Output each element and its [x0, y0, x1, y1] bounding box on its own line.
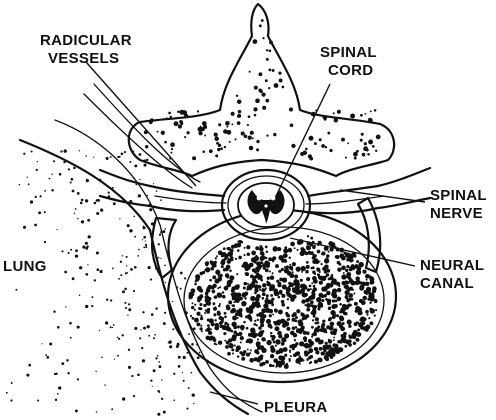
spinous-process	[127, 2, 396, 178]
right-nerve-root-2	[306, 196, 432, 215]
label-lung: LUNG	[3, 258, 47, 275]
dura	[220, 168, 312, 242]
left-nerve-root-2	[98, 194, 226, 213]
leader-neural-canal	[289, 237, 416, 267]
left-pedicle	[150, 216, 178, 280]
vertebral-body-inner	[183, 226, 385, 374]
label-vessels: VESSELS	[48, 50, 119, 67]
label-neural-2: CANAL	[420, 275, 474, 292]
label-pleura: PLEURA	[264, 399, 327, 416]
arch-stipple	[143, 19, 381, 162]
left-nerve-root-1	[98, 168, 226, 198]
label-radicular: RADICULAR	[40, 32, 132, 49]
radicular-vessel-1	[83, 93, 193, 189]
neural-canal-ring	[227, 175, 305, 235]
right-pedicle	[356, 196, 382, 274]
leader-spinal-nerve	[339, 189, 426, 203]
radicular-vessel-2	[93, 83, 201, 183]
leader-pleura	[209, 391, 259, 405]
leader-radicular-vessels	[85, 61, 197, 187]
label-neural-1: NEURAL	[420, 257, 484, 274]
label-spinal-cord-2: CORD	[328, 62, 373, 79]
right-nerve-root-1	[306, 166, 432, 198]
label-spinal-nerve-1: SPINAL	[430, 187, 487, 204]
left-nerve-root-3	[154, 195, 227, 204]
body-stipple	[188, 235, 378, 369]
right-nerve-root-3	[305, 195, 385, 205]
leader-spinal-cord	[275, 83, 331, 197]
label-spinal-nerve-2: NERVE	[430, 205, 483, 222]
label-spinal-cord-1: SPINAL	[320, 44, 377, 61]
